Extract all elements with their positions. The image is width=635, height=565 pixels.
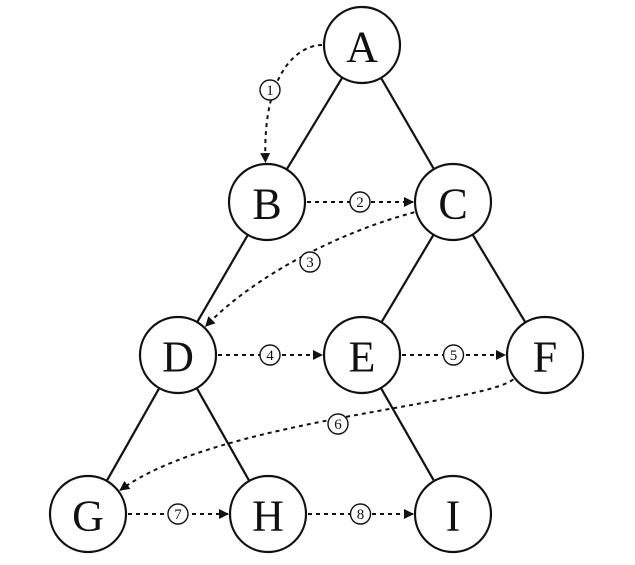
node-circle bbox=[505, 315, 585, 395]
tree-edges bbox=[105, 76, 527, 482]
step-number: 1 bbox=[266, 83, 274, 99]
step-number: 3 bbox=[306, 255, 314, 271]
step-badge bbox=[259, 79, 281, 101]
edge-b-d bbox=[196, 234, 249, 323]
step-number: 4 bbox=[266, 348, 274, 364]
edge-e-i bbox=[379, 387, 436, 482]
node-d: D bbox=[138, 315, 218, 395]
node-circle bbox=[413, 162, 493, 242]
traversal-step-5: 5 bbox=[402, 344, 506, 366]
node-label: H bbox=[252, 492, 284, 541]
node-label: F bbox=[533, 333, 557, 382]
node-circle bbox=[228, 474, 308, 554]
traversal-step-7: 7 bbox=[128, 503, 229, 525]
step-badge bbox=[349, 503, 372, 525]
node-f: F bbox=[505, 315, 585, 395]
node-b: B bbox=[227, 162, 307, 242]
node-label: G bbox=[72, 492, 104, 541]
edge-c-f bbox=[471, 233, 527, 324]
node-label: A bbox=[346, 23, 378, 72]
traversal-step-1: 1 bbox=[259, 44, 323, 164]
node-i: I bbox=[413, 474, 493, 554]
node-circle bbox=[227, 162, 307, 242]
step-badge bbox=[299, 251, 321, 273]
node-circle bbox=[138, 315, 218, 395]
traversal-arrows: 1 2 3 4 5 6 7 8 bbox=[119, 44, 514, 525]
edge-c-e bbox=[380, 234, 435, 323]
traversal-arrow bbox=[119, 378, 514, 492]
step-number: 5 bbox=[450, 348, 458, 364]
node-c: C bbox=[413, 162, 493, 242]
edge-a-b bbox=[285, 76, 344, 171]
traversal-step-8: 8 bbox=[308, 503, 414, 525]
step-number: 6 bbox=[334, 417, 342, 433]
traversal-step-3: 3 bbox=[205, 211, 415, 327]
traversal-step-2: 2 bbox=[307, 191, 414, 213]
edge-d-h bbox=[195, 387, 251, 482]
node-a: A bbox=[322, 5, 402, 85]
step-badge bbox=[349, 191, 371, 213]
node-label: D bbox=[162, 333, 194, 382]
edge-a-c bbox=[380, 77, 435, 170]
edge-d-g bbox=[105, 387, 161, 482]
node-circle bbox=[322, 315, 402, 395]
node-label: C bbox=[438, 180, 467, 229]
traversal-step-4: 4 bbox=[218, 344, 323, 366]
step-number: 2 bbox=[356, 195, 364, 211]
step-badge bbox=[259, 344, 281, 366]
node-label: E bbox=[349, 333, 376, 382]
node-label: I bbox=[446, 492, 461, 541]
step-badge bbox=[442, 344, 465, 366]
node-label: B bbox=[252, 180, 281, 229]
step-badge bbox=[327, 413, 349, 435]
step-badge bbox=[167, 503, 189, 525]
step-number: 7 bbox=[174, 507, 182, 523]
node-e: E bbox=[322, 315, 402, 395]
node-circle bbox=[322, 5, 402, 85]
tree-nodes: A B C D E F G H I bbox=[48, 5, 585, 554]
traversal-step-6: 6 bbox=[119, 378, 514, 492]
node-h: H bbox=[228, 474, 308, 554]
node-g: G bbox=[48, 474, 128, 554]
node-circle bbox=[413, 474, 493, 554]
traversal-arrow bbox=[260, 44, 323, 164]
node-circle bbox=[48, 474, 128, 554]
step-number: 8 bbox=[357, 507, 365, 523]
